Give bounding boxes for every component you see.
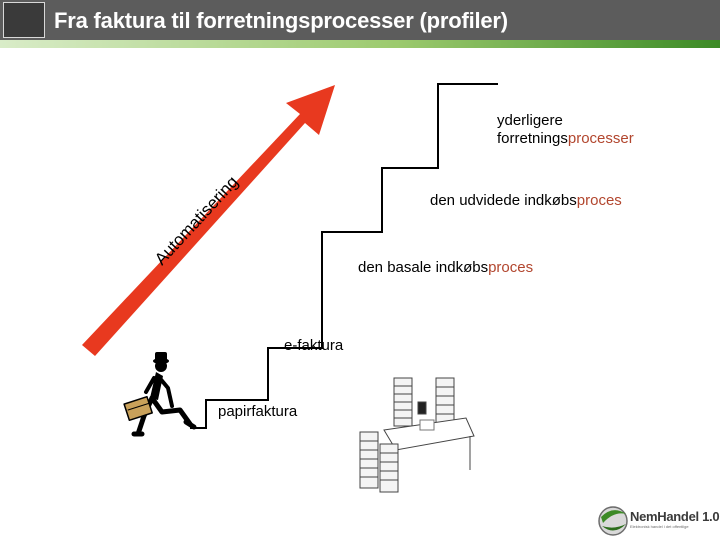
logo-tagline: Elektronisk handel i det offentlige <box>630 524 689 529</box>
title-underline-stripe <box>0 40 720 48</box>
step-label-e-invoice: e-faktura <box>284 337 344 354</box>
staircase-line <box>190 83 498 429</box>
paper-stack <box>359 431 379 489</box>
automation-arrow-label: Automatisering <box>151 172 242 268</box>
briefcase-icon <box>123 395 153 422</box>
logo-name: NemHandel 1.0 <box>630 509 720 524</box>
paper-stack <box>393 377 413 427</box>
automation-arrow-shape <box>82 85 335 356</box>
step-label-paper-invoice: papirfaktura <box>218 403 298 420</box>
nemhandel-logo: NemHandel 1.0 Elektronisk handel i det o… <box>630 509 720 530</box>
slide-title: Fra faktura til forretningsprocesser (pr… <box>54 8 508 33</box>
running-man-icon <box>123 352 197 437</box>
step-label-basic-procurement: den basale indkøbsproces <box>358 259 534 276</box>
nemhandel-logo-icon <box>598 506 628 536</box>
office-desk-icon <box>359 377 475 493</box>
step-label-further-processes: yderligere forretningsprocesser <box>497 112 634 147</box>
automation-arrow: Automatisering <box>82 85 335 356</box>
title-square-decoration <box>3 2 45 38</box>
title-bar: Fra faktura til forretningsprocesser (pr… <box>0 0 720 40</box>
step-label-extended-procurement: den udvidede indkøbsproces <box>430 192 622 209</box>
paper-stack <box>379 443 399 493</box>
